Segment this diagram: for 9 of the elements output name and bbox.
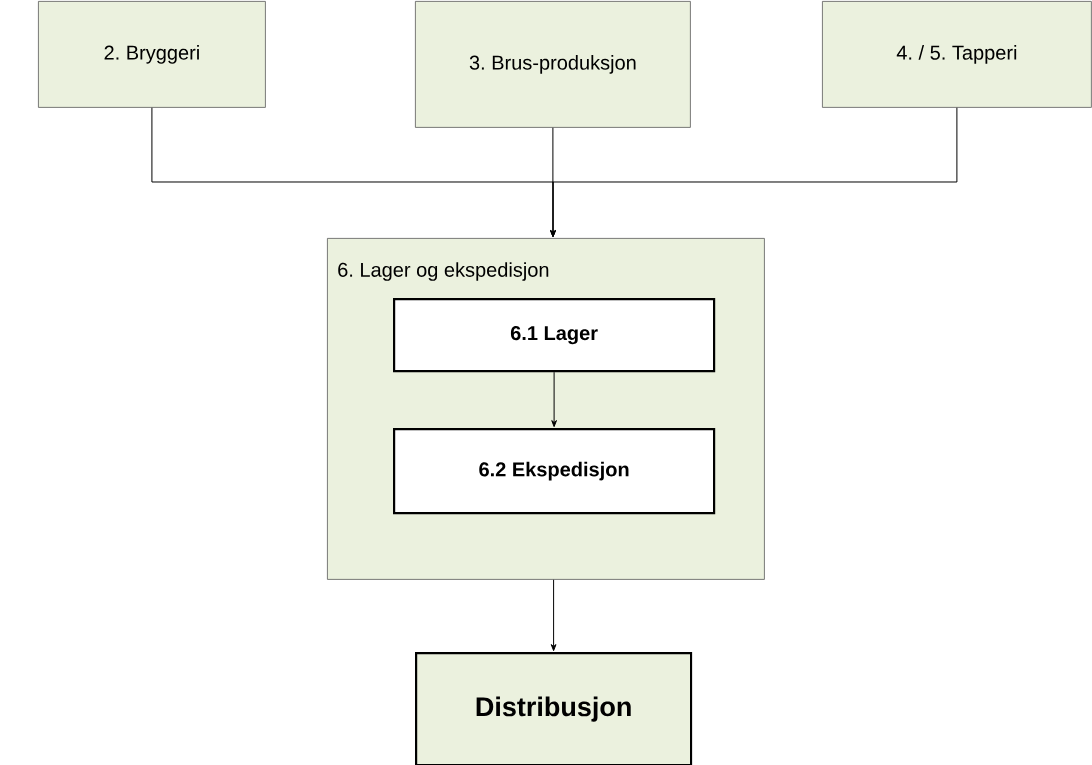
- process-box: 2. Bryggeri: [38, 1, 266, 108]
- arrow: [551, 371, 557, 428]
- process-box: 6.2 Ekspedisjon: [393, 428, 716, 515]
- process-box: 4. / 5. Tapperi: [822, 1, 1092, 108]
- process-box: 3. Brus-produksjon: [415, 1, 691, 128]
- arrow: [550, 579, 557, 652]
- process-box: 6.1 Lager: [393, 298, 716, 373]
- arrow: [550, 107, 958, 238]
- process-box: Distribusjon: [415, 652, 693, 765]
